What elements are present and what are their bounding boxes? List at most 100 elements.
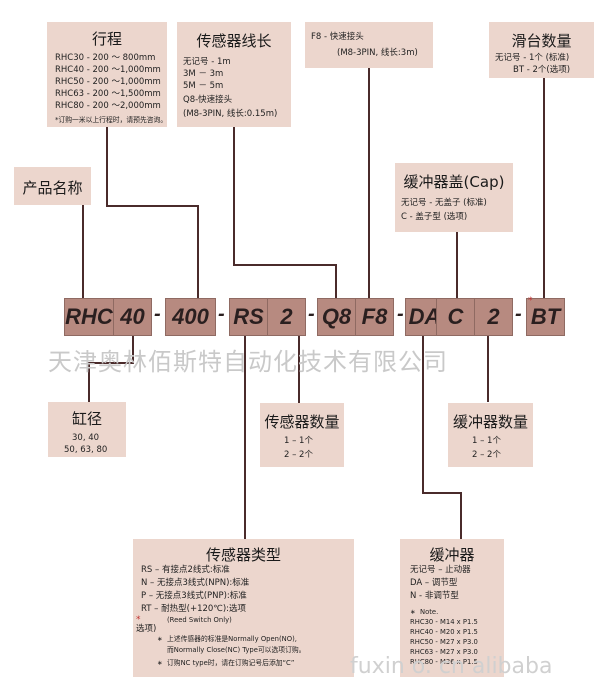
wire [543,78,545,299]
shock-qty-title: 缓冲器数量 [452,413,528,431]
code-segment-shock-qty: 2 [474,298,513,336]
bore-line: 30, 40 [72,433,100,443]
shock-note-star: ∗ [410,608,416,616]
wire [456,232,458,299]
code-segment-q8: Q8 [317,298,356,336]
wire [88,362,134,364]
shock-note: RHC80 - M36 x P1.5 [410,658,478,666]
watermark: 天津奥林佰斯特自动化技术有限公司 [48,348,448,376]
sensor-type-line: RS – 有接点2线式:标准 [141,565,230,575]
wire [368,68,370,299]
sensor-type-box: 传感器类型 RS – 有接点2线式:标准 N – 无接点3线式(NPN):标准 … [133,539,354,677]
stroke-line: RHC50 - 200 ～1,000mm [55,77,161,87]
slide-qty-title: 滑台数量 [511,32,572,50]
shock-note: RHC50 - M27 x P3.0 [410,638,478,646]
code-segment-slide-qty: BT [526,298,565,336]
wire [487,336,489,402]
wire [233,264,337,266]
wire [132,336,134,364]
cap-line: 无记号 - 无盖子 (标准) [401,198,487,208]
sensor-wire-box: 传感器线长 无记号 - 1m 3M － 3m 5M － 5m Q8-快速接头 (… [177,22,291,127]
stroke-title: 行程 [91,30,122,48]
sensor-type-note: 而Normally Close(NC) Type可以选项订购。 [167,646,306,654]
sensor-wire-line: 无记号 - 1m [183,57,231,67]
sensor-type-line: P – 无接点3线式(PNP):标准 [141,591,247,601]
wire [106,205,198,207]
sensor-qty-box: 传感器数量 1 – 1个 2 – 2个 [260,403,344,467]
shock-note-title: Note. [420,608,439,616]
stroke-line: RHC30 - 200 ～ 800mm [55,53,156,63]
slide-qty-line: BT - 2个(选项) [513,65,571,75]
code-segment-stroke: 400 [165,298,216,336]
wire [422,492,462,494]
code-dash: - [397,303,404,325]
bore-line: 50, 63, 80 [64,445,108,455]
stroke-line: RHC40 - 200 ～1,000mm [55,65,161,75]
sensor-wire-line: Q8-快速接头 [183,95,233,105]
cap-line: C - 盖子型 (选项) [401,212,468,222]
shock-note: RHC63 - M27 x P3.0 [410,648,478,656]
wire [460,492,462,540]
watermark-bottom: fuxin o. cn alibaba [350,654,553,679]
stroke-note: *订购一米以上行程时，请预先咨询。 [55,116,168,124]
f8-box: F8 - 快速接头 (M8-3PIN, 线长:3m) [305,22,433,68]
sensor-wire-line: 5M － 5m [183,81,224,91]
wire [82,197,84,299]
slide-qty-box: 滑台数量 无记号 - 1个 (标准) BT - 2个(选项) [489,22,594,78]
f8-line: F8 - 快速接头 [311,32,364,42]
sensor-type-note: 上述传感器的标准是Normally Open(NO), [167,635,297,643]
shock-line: N - 非调节型 [410,591,459,601]
sensor-type-star: * [136,615,141,625]
shock-note: RHC30 - M14 x P1.5 [410,618,478,626]
wire [233,126,235,266]
code-dash: - [218,303,225,325]
sensor-type-note-star: ∗ [157,635,163,643]
code-star: * [528,296,533,306]
slide-qty-line: 无记号 - 1个 (标准) [495,53,570,63]
code-dash: - [515,303,522,325]
sensor-type-note: 订购NC type时，请在订购记号后添加“C” [167,659,295,667]
sensor-qty-line: 1 – 1个 [284,436,313,446]
stroke-box: 行程 RHC30 - 200 ～ 800mm RHC40 - 200 ～1,00… [47,22,167,127]
sensor-type-line: N – 无接点3线式(NPN):标准 [141,578,250,588]
code-dash: - [154,303,161,325]
code-segment-rhc: RHC [64,298,114,336]
code-segment-bore: 40 [113,298,152,336]
stroke-line: RHC63 - 200 ～1,500mm [55,89,161,99]
sensor-type-line: RT – 耐热型(+120℃):选项 [141,604,247,614]
shock-title: 缓冲器 [429,546,475,564]
sensor-type-option: 选项) [136,624,157,634]
code-segment-sensor-qty: 2 [267,298,306,336]
shock-line: DA – 调节型 [410,578,458,588]
sensor-type-reed: (Reed Switch Only) [167,616,232,624]
f8-line: (M8-3PIN, 线长:3m) [337,48,418,58]
wire [298,336,300,403]
shock-qty-line: 1 – 1个 [472,436,501,446]
sensor-wire-line: (M8-3PIN, 线长:0.15m) [183,109,278,119]
stroke-line: RHC80 - 200 ～2,000mm [55,101,161,111]
shock-qty-box: 缓冲器数量 1 – 1个 2 – 2个 [448,403,533,467]
cap-title: 缓冲器盖(Cap) [403,173,505,191]
wire [244,336,246,539]
wire [197,205,199,299]
sensor-qty-line: 2 – 2个 [284,450,313,460]
wire [106,126,108,206]
code-segment-cap: C [436,298,475,336]
wire [422,336,424,494]
sensor-wire-title: 传感器线长 [196,32,272,50]
bore-title: 缸径 [71,410,102,428]
bore-box: 缸径 30, 40 50, 63, 80 [48,402,126,457]
product-name-box: 产品名称 [14,167,91,205]
code-segment-f8: F8 [355,298,394,336]
product-name-title: 产品名称 [22,179,83,197]
sensor-wire-line: 3M － 3m [183,69,224,79]
shock-box: 缓冲器 无记号 – 止动器 DA – 调节型 N - 非调节型 ∗ Note. … [400,539,504,677]
wire [88,362,90,402]
shock-line: 无记号 – 止动器 [410,565,471,575]
code-dash: - [308,303,315,325]
wire [335,264,337,299]
shock-qty-line: 2 – 2个 [472,450,501,460]
cap-box: 缓冲器盖(Cap) 无记号 - 无盖子 (标准) C - 盖子型 (选项) [395,163,513,232]
sensor-type-note-star: ∗ [157,659,163,667]
sensor-qty-title: 传感器数量 [264,413,340,431]
